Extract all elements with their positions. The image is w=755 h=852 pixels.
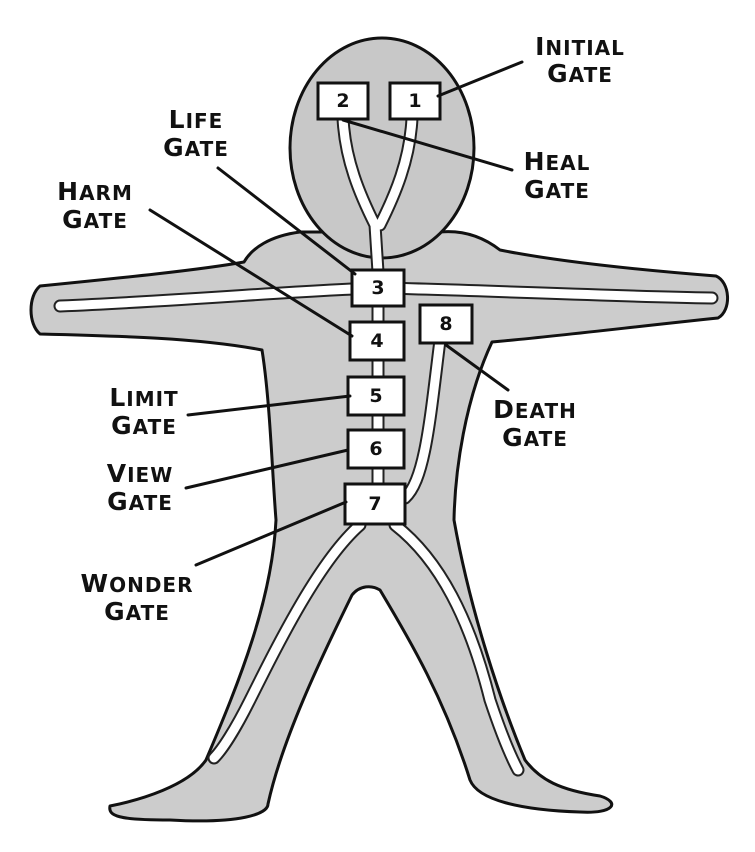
svg-text:GATE: GATE: [111, 411, 177, 440]
gate-box-7: 7: [343, 482, 407, 526]
svg-text:GATE: GATE: [502, 423, 568, 452]
svg-text:WONDER: WONDER: [81, 569, 194, 598]
svg-text:GATE: GATE: [62, 205, 128, 234]
leader-death: [444, 343, 510, 392]
gate-box-3: 3: [350, 268, 406, 308]
label-limit-gate: LIMIT GATE: [109, 383, 178, 440]
label-view-gate: VIEW GATE: [107, 459, 174, 516]
leader-life: [216, 166, 357, 276]
leader-lines: [148, 60, 524, 567]
svg-text:GATE: GATE: [107, 487, 173, 516]
gate-box-1: 1: [388, 81, 442, 121]
leader-harm: [148, 208, 354, 338]
gate-number-6: 6: [369, 438, 382, 460]
gate-number-8: 8: [439, 313, 452, 335]
label-wonder-gate: WONDER GATE: [81, 569, 194, 626]
svg-text:GATE: GATE: [104, 597, 170, 626]
svg-text:GATE: GATE: [524, 175, 590, 204]
svg-text:DEATH: DEATH: [493, 395, 577, 424]
svg-text:INITIAL: INITIAL: [535, 32, 625, 61]
gate-box-4: 4: [348, 320, 406, 362]
leader-limit: [186, 394, 352, 417]
leader-initial: [436, 60, 524, 98]
svg-text:HARM: HARM: [57, 177, 133, 206]
gate-box-6: 6: [346, 428, 406, 470]
gate-box-5: 5: [346, 375, 406, 417]
svg-text:HEAL: HEAL: [524, 147, 591, 176]
gate-box-2: 2: [316, 81, 370, 121]
gate-number-2: 2: [336, 90, 349, 112]
gate-number-3: 3: [371, 277, 384, 299]
gate-number-7: 7: [368, 493, 381, 515]
svg-text:GATE: GATE: [163, 133, 229, 162]
svg-text:GATE: GATE: [547, 59, 613, 88]
label-heal-gate: HEAL GATE: [524, 147, 591, 204]
gate-number-5: 5: [369, 385, 382, 407]
leader-wonder: [194, 500, 348, 567]
gate-number-4: 4: [370, 330, 383, 352]
label-death-gate: DEATH GATE: [493, 395, 577, 452]
gate-box-8: 8: [418, 303, 474, 345]
svg-text:VIEW: VIEW: [107, 459, 174, 488]
body-silhouette: [29, 230, 729, 823]
gate-number-1: 1: [408, 90, 421, 112]
leader-view: [184, 448, 350, 490]
leader-heal: [341, 118, 514, 172]
svg-text:LIFE: LIFE: [169, 105, 224, 134]
svg-text:LIMIT: LIMIT: [109, 383, 178, 412]
label-life-gate: LIFE GATE: [163, 105, 229, 162]
label-harm-gate: HARM GATE: [57, 177, 133, 234]
label-initial-gate: INITIAL GATE: [535, 32, 625, 88]
